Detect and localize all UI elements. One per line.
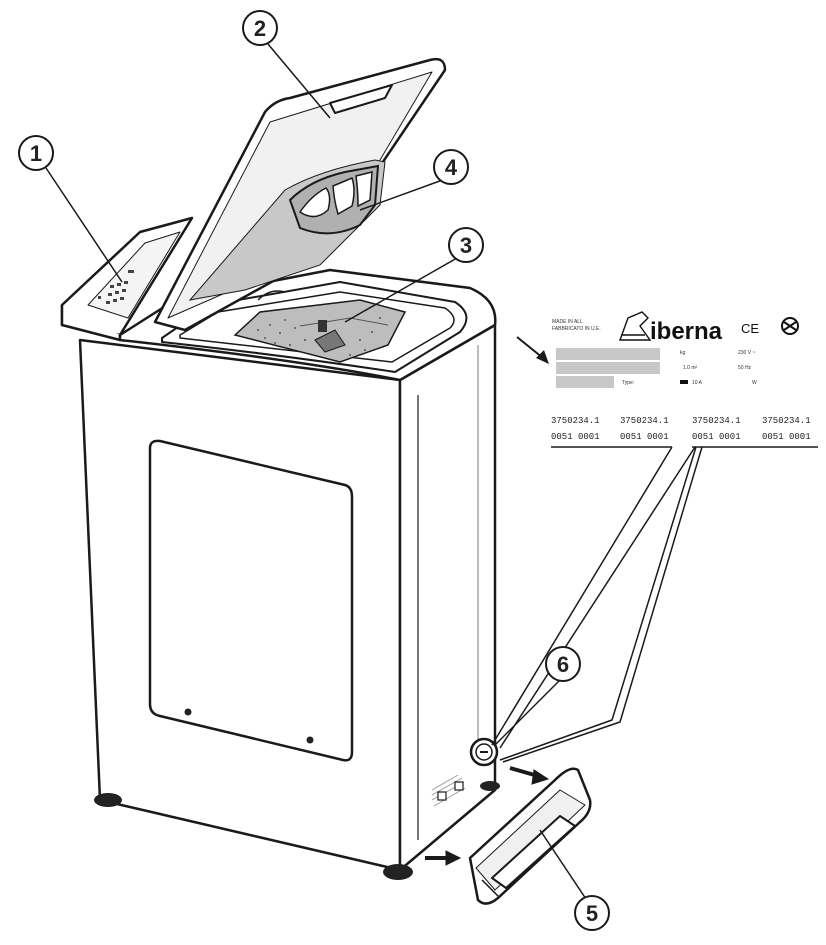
- control-buttons: [98, 270, 134, 304]
- maker-line-1: MADE IN ALL: [552, 319, 583, 325]
- serial-4-bottom: 0051 0001: [762, 432, 811, 442]
- callout-3: 3: [448, 227, 484, 263]
- brand-logo-text: iberna: [650, 318, 723, 345]
- callout-6-label: 6: [557, 652, 569, 677]
- serial-labels: 3750234.1 0051 0001 3750234.1 0051 0001 …: [551, 416, 818, 448]
- plate-current: 10 A: [692, 380, 703, 386]
- plate-kg-label: kg: [680, 350, 686, 356]
- control-panel: [60, 216, 194, 342]
- certification-mark: [781, 317, 799, 335]
- callout-5: 5: [574, 895, 610, 931]
- plinth-panel: [468, 767, 592, 905]
- plate-watt-label: W: [752, 380, 757, 386]
- callout-5-label: 5: [586, 901, 598, 926]
- callout-leaders: [45, 43, 589, 903]
- plate-pointer-arrow: [516, 336, 544, 359]
- serial-leader-lines: [491, 446, 703, 763]
- callout-3-label: 3: [460, 233, 472, 258]
- callout-4: 4: [433, 149, 469, 185]
- serial-1-top: 3750234.1: [551, 416, 600, 426]
- callout-2: 2: [242, 10, 278, 46]
- callout-4-label: 4: [445, 155, 458, 180]
- serial-4-top: 3750234.1: [762, 416, 811, 426]
- plate-frequency: 50 Hz: [738, 365, 752, 371]
- fuse-symbol: [680, 380, 688, 384]
- serial-2-bottom: 0051 0001: [620, 432, 669, 442]
- plate-field-1: [556, 348, 660, 360]
- pump-filter: [431, 737, 499, 807]
- removal-arrows: [425, 766, 550, 866]
- serial-2-top: 3750234.1: [620, 416, 669, 426]
- machine-feet: [94, 781, 500, 880]
- rating-plate: MADE IN ALL FABBRICATO IN U.E. iberna CE…: [516, 311, 799, 388]
- plate-field-3: [556, 376, 614, 388]
- plate-pressure: 1.0 m²: [683, 365, 698, 371]
- bear-logo: [619, 311, 652, 341]
- detergent-dispenser: [188, 159, 386, 301]
- panel-screw-left: [184, 708, 192, 716]
- callout-2-label: 2: [254, 16, 266, 41]
- serial-1-bottom: 0051 0001: [551, 432, 600, 442]
- serial-3-top: 3750234.1: [692, 416, 741, 426]
- panel-screw-right: [306, 736, 314, 744]
- maker-line-2: FABBRICATO IN U.E.: [552, 326, 601, 332]
- plate-voltage: 230 V ~: [738, 350, 755, 356]
- ce-mark: CE: [741, 321, 759, 336]
- callout-1: 1: [18, 135, 54, 171]
- callout-6: 6: [545, 646, 581, 682]
- drum-opening: [233, 299, 407, 363]
- front-panel: [148, 439, 354, 762]
- serial-3-bottom: 0051 0001: [692, 432, 741, 442]
- callout-1-label: 1: [30, 141, 42, 166]
- plate-type-label: Type:: [622, 380, 634, 386]
- plate-field-2: [556, 362, 660, 374]
